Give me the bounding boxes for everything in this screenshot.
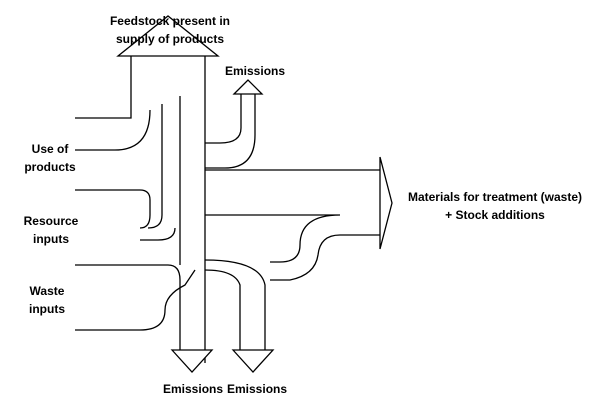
materials-line2: + Stock additions (445, 208, 545, 222)
feedstock-label: Feedstock present in supply of products (95, 12, 245, 48)
resource-inputs-label: Resource inputs (18, 212, 84, 248)
materials-label: Materials for treatment (waste) + Stock … (395, 188, 595, 224)
waste-inputs-line1: Waste (29, 284, 65, 298)
feedstock-arrow (75, 15, 220, 363)
feedstock-label-line1: Feedstock present in (109, 14, 231, 28)
use-of-products-line2: products (24, 160, 76, 174)
resource-inputs-line1: Resource (23, 214, 79, 228)
materials-line1: Materials for treatment (waste) (407, 190, 583, 204)
emissions-top-arrow (205, 79, 264, 169)
use-of-products-label: Use of products (20, 140, 80, 176)
use-of-products-flow (75, 189, 151, 229)
waste-inputs-label: Waste inputs (18, 282, 76, 318)
materials-arrow (205, 156, 393, 281)
resource-inputs-line2: inputs (33, 232, 69, 246)
emissions-top-label: Emissions (225, 64, 286, 78)
feedstock-label-line2: supply of products (116, 32, 224, 46)
emissions-bottom-label-1: Emissions (163, 382, 224, 396)
waste-inputs-flow (75, 269, 196, 331)
emissions-bottom-arrows (170, 259, 275, 373)
resource-inputs-flow (75, 227, 181, 281)
emissions-bottom-label-2: Emissions (227, 382, 288, 396)
use-of-products-line1: Use of (31, 142, 69, 156)
waste-inputs-line2: inputs (29, 302, 65, 316)
